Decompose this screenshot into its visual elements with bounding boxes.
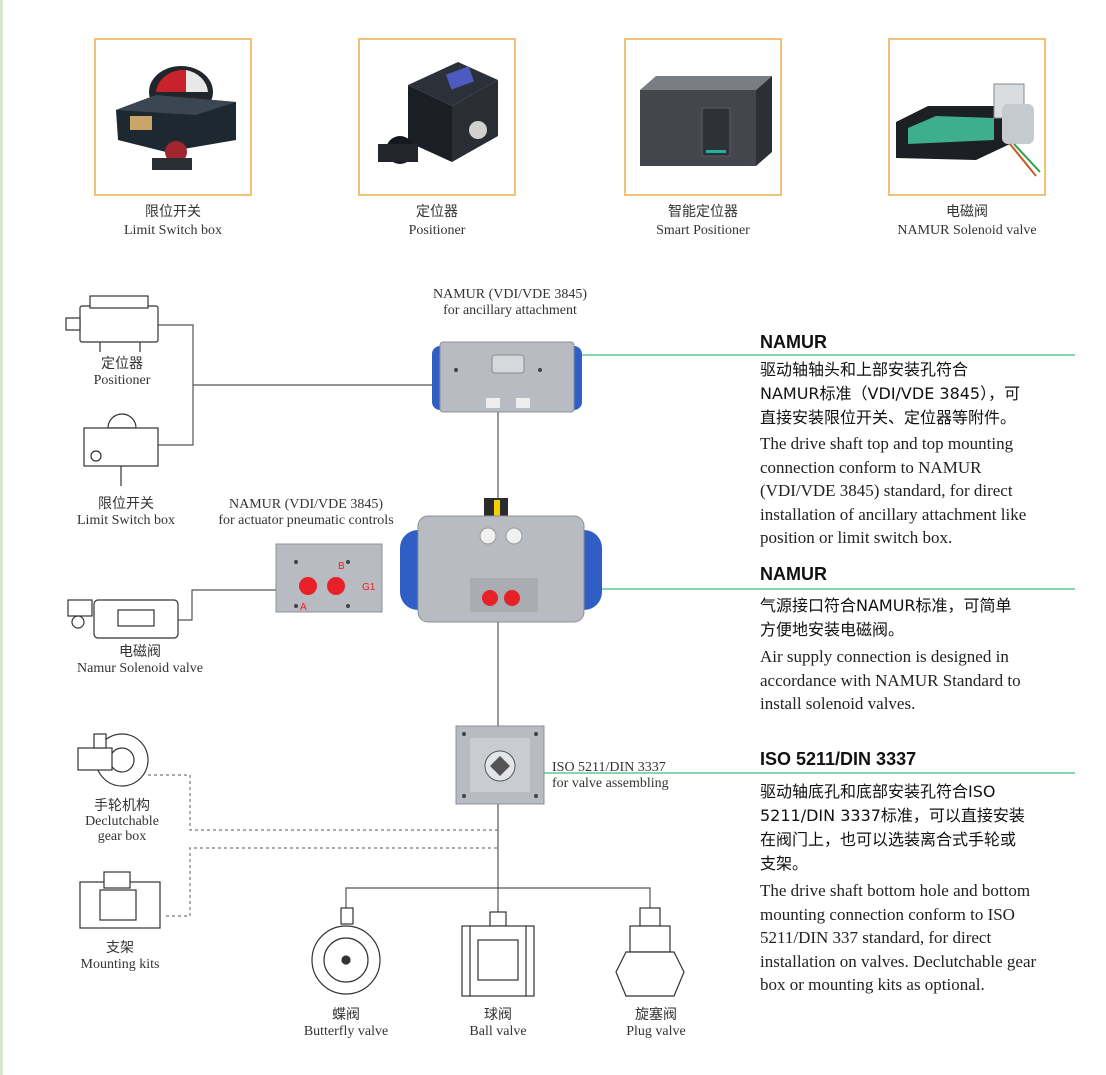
positioner-label: 定位器 Positioner (93, 357, 151, 388)
gearbox-label: 手轮机构 Declutchable gear box (85, 799, 159, 844)
butterfly-label: 蝶阀 Butterfly valve (303, 1008, 389, 1039)
section-3-cn: 驱动轴底孔和底部安装孔符合ISO 5211/DIN 3337标准，可以直接安装 … (760, 782, 1025, 873)
limit-switch-drawing (83, 413, 159, 486)
caption-cn: 限位开关 (145, 205, 201, 220)
positioner-photo (358, 38, 516, 196)
ball-label: 球阀 Ball valve (469, 1008, 527, 1039)
iso-label: ISO 5211/DIN 3337 for valve assembling (552, 760, 669, 791)
ball-valve-drawing (461, 911, 535, 997)
gearbox-drawing (77, 733, 149, 787)
caption-cn: 电磁阀 (946, 205, 988, 220)
section-1-en: The drive shaft top and top mounting con… (760, 434, 1027, 547)
section-3-en: The drive shaft bottom hole and bottom m… (760, 881, 1037, 994)
plug-label: 旋塞阀 Plug valve (626, 1008, 686, 1039)
solenoid-caption: 电磁阀 NAMUR Solenoid valve (868, 204, 1066, 240)
solenoid-valve-photo (888, 38, 1046, 196)
plug-valve-drawing (615, 907, 685, 997)
solenoid-drawing (67, 599, 179, 639)
caption-cn: 智能定位器 (668, 205, 738, 220)
left-accent-bar (0, 0, 3, 1075)
section-3-title: ISO 5211/DIN 3337 (760, 749, 917, 769)
limit-switch-box-photo (94, 38, 252, 196)
port-b-label: B (338, 561, 345, 572)
caption-cn: 定位器 (416, 205, 458, 220)
top-namur-label: NAMUR (VDI/VDE 3845) for ancillary attac… (433, 287, 587, 318)
caption-en: Positioner (408, 223, 466, 238)
smart-positioner-caption: 智能定位器 Smart Positioner (614, 204, 792, 240)
section-2-en: Air supply connection is designed in acc… (760, 647, 1021, 713)
namur-port-block (275, 543, 383, 613)
caption-en: Limit Switch box (124, 223, 222, 238)
section-2-cn: 气源接口符合NAMUR标准，可简单 方便地安装电磁阀。 (760, 596, 1012, 639)
mid-namur-label: NAMUR (VDI/VDE 3845) for actuator pneuma… (218, 497, 394, 528)
mounting-kits-label: 支架 Mounting kits (80, 941, 160, 972)
iso-mounting-block (455, 725, 545, 805)
solenoid-label: 电磁阀 Namur Solenoid valve (77, 645, 203, 676)
mounting-kit-drawing (79, 871, 161, 929)
caption-en: NAMUR Solenoid valve (897, 223, 1037, 238)
positioner-caption: 定位器 Positioner (348, 204, 526, 240)
smart-positioner-photo (624, 38, 782, 196)
pneumatic-actuator-body (400, 498, 602, 623)
port-g1-label: G1 (362, 582, 376, 593)
port-a-label: A (300, 602, 307, 613)
limit-switch-label: 限位开关 Limit Switch box (77, 497, 175, 528)
positioner-drawing (65, 295, 159, 352)
section-1-title: NAMUR (760, 332, 827, 352)
butterfly-valve-drawing (311, 907, 381, 995)
section-1-cn: 驱动轴轴头和上部安装孔符合 NAMUR标准（VDI/VDE 3845），可 直接… (760, 360, 1021, 427)
limit-switch-caption: 限位开关 Limit Switch box (84, 204, 262, 240)
caption-en: Smart Positioner (656, 223, 750, 238)
top-mounting-plate (432, 341, 582, 413)
section-2-title: NAMUR (760, 564, 827, 584)
